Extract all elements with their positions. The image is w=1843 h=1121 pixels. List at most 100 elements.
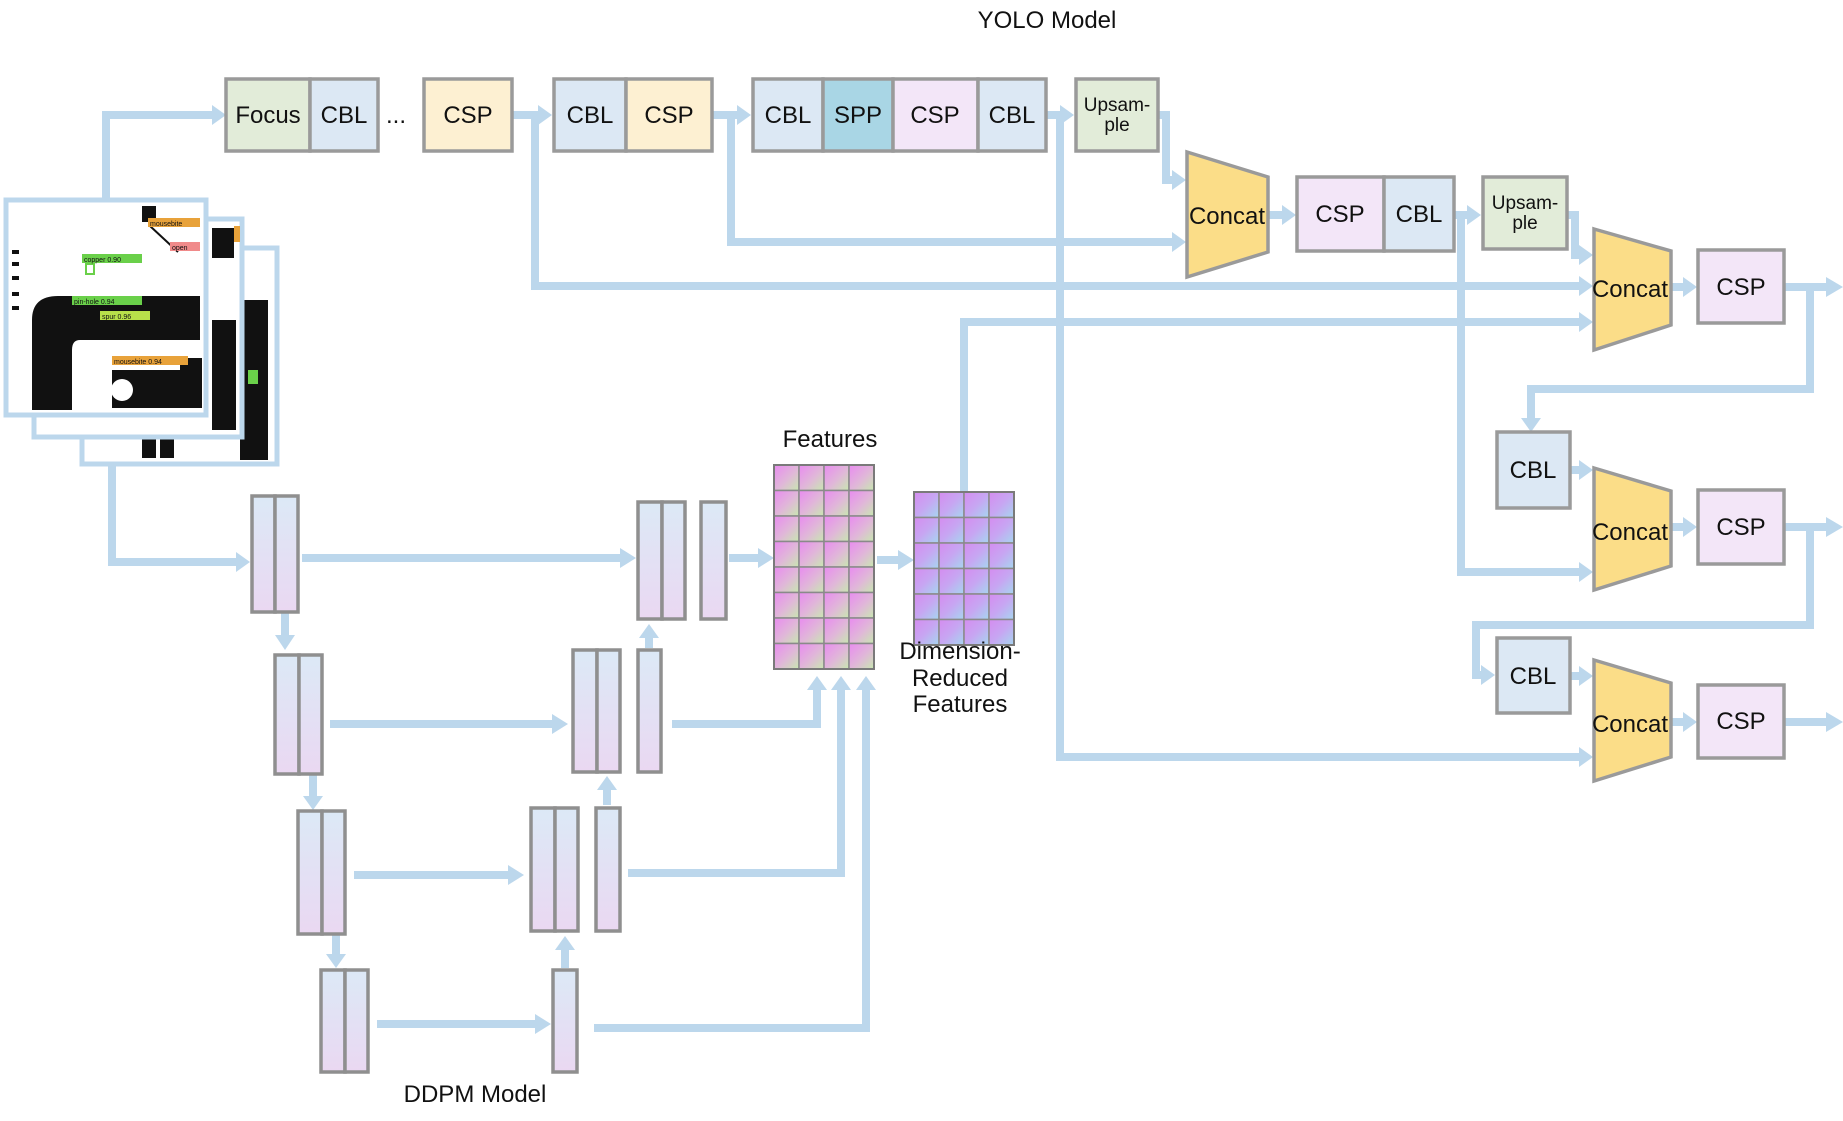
decoder-side-3 [594, 806, 622, 933]
pcb-label-mousebite-1: mousebite 0.94 [114, 359, 162, 366]
cbl-label-2: CBL [567, 102, 614, 129]
features-cell [823, 591, 850, 619]
csp-block-4 [1295, 175, 1386, 253]
features-cell [848, 591, 875, 619]
features-cell [823, 617, 850, 645]
cbl-label-4: CBL [989, 102, 1036, 129]
upsample-label-1a: Upsam- [1084, 95, 1151, 116]
reduced-cell [988, 567, 1015, 595]
upsample-block-1 [1074, 77, 1160, 153]
reduced-title-1: Dimension- [899, 638, 1020, 665]
upsample-label-2a: Upsam- [1492, 193, 1559, 214]
reduced-cell [938, 567, 965, 595]
pcb-label-copper: copper 0.90 [84, 257, 121, 264]
features-cell [848, 464, 875, 492]
features-cell [798, 566, 825, 594]
reduced-cell [938, 491, 965, 519]
input-pcb-images: copper 0.90 pin-hole 0.94 spur 0.96 mous… [3, 197, 280, 467]
pcb-label-mousebite-2: mousebite [150, 221, 182, 228]
reduced-cell [938, 542, 965, 570]
features-cell [823, 642, 850, 670]
features-cell [798, 515, 825, 543]
reduced-cell [913, 491, 940, 519]
reduced-cell [988, 593, 1015, 621]
encoder-block-4b [343, 968, 370, 1074]
features-cell [773, 642, 800, 670]
features-cell [823, 464, 850, 492]
ellipsis-label: ... [386, 102, 406, 129]
pcb-label-open: open [172, 245, 188, 252]
features-cell [773, 515, 800, 543]
features-cell [773, 489, 800, 517]
reduced-title-3: Features [913, 691, 1008, 718]
upsample-label-1b: ple [1104, 115, 1129, 136]
features-cell [798, 642, 825, 670]
cbl-label-5: CBL [1396, 201, 1443, 228]
features-cell [848, 515, 875, 543]
decoder-side-2 [636, 648, 663, 774]
csp-label-7: CSP [1716, 708, 1765, 735]
cbl-block-1 [308, 77, 380, 153]
reduced-title-2: Reduced [912, 665, 1008, 692]
cbl-label-1: CBL [321, 102, 368, 129]
csp-label-2: CSP [644, 102, 693, 129]
csp-label-1: CSP [443, 102, 492, 129]
yolo-backbone: Focus CBL ... CSP CBL CSP CBL SPP CSP CB… [224, 77, 1160, 153]
cbl-block-4 [976, 77, 1048, 153]
reduced-cell [963, 491, 990, 519]
decoder-block-3b [553, 806, 580, 933]
concat-label-3: Concat [1592, 519, 1668, 546]
concat-block-4 [1592, 657, 1673, 784]
features-outline [773, 464, 875, 670]
cbl-block-6 [1495, 430, 1572, 510]
reduced-cell [913, 618, 940, 646]
csp-block-6 [1696, 488, 1786, 566]
features-cell [798, 489, 825, 517]
encoder-block-4a [319, 968, 347, 1074]
concat-label-1: Concat [1189, 203, 1265, 230]
reduced-cell [963, 593, 990, 621]
concat-block-3 [1592, 465, 1673, 593]
yolo-model-title: YOLO Model [978, 7, 1117, 34]
reduced-cell [913, 593, 940, 621]
features-cell [848, 540, 875, 568]
connectors [102, 105, 1843, 1034]
features-cell [798, 540, 825, 568]
csp-block-5 [1696, 248, 1786, 325]
decoder-block-2b [595, 648, 622, 774]
csp-label-3: CSP [910, 102, 959, 129]
decoder-block-2a [571, 648, 599, 774]
decoder-block-4 [551, 968, 579, 1074]
features-cell [773, 540, 800, 568]
features-cell [773, 566, 800, 594]
cbl-label-7: CBL [1510, 663, 1557, 690]
reduced-cell [963, 567, 990, 595]
encoder-block-3b [320, 809, 347, 936]
concat-label-2: Concat [1592, 276, 1668, 303]
spp-label: SPP [834, 102, 882, 129]
features-grid [773, 464, 875, 670]
reduced-cell [963, 516, 990, 544]
features-cell [848, 642, 875, 670]
decoder-block-1a [636, 500, 664, 621]
cbl-block-5 [1382, 175, 1456, 253]
upsample-label-2b: ple [1512, 213, 1537, 234]
decoder-block-3a [529, 806, 557, 933]
reduced-cell [988, 491, 1015, 519]
decoder-side-1 [699, 500, 728, 621]
features-cell [823, 515, 850, 543]
dimension-reduced-grid [913, 491, 1015, 646]
encoder-block-3a [296, 809, 324, 936]
upsample-block-2 [1481, 175, 1569, 251]
encoder-block-2a [273, 653, 301, 776]
cbl-label-3: CBL [765, 102, 812, 129]
features-cell [823, 566, 850, 594]
features-cell [848, 489, 875, 517]
decoder-block-1b [660, 500, 687, 621]
csp-label-5: CSP [1716, 274, 1765, 301]
ddpm-unet [250, 494, 728, 1074]
features-cell [798, 464, 825, 492]
features-cell [798, 617, 825, 645]
yolo-neck: Concat CSP CBL Upsam- ple Concat CSP CBL… [1185, 149, 1786, 784]
